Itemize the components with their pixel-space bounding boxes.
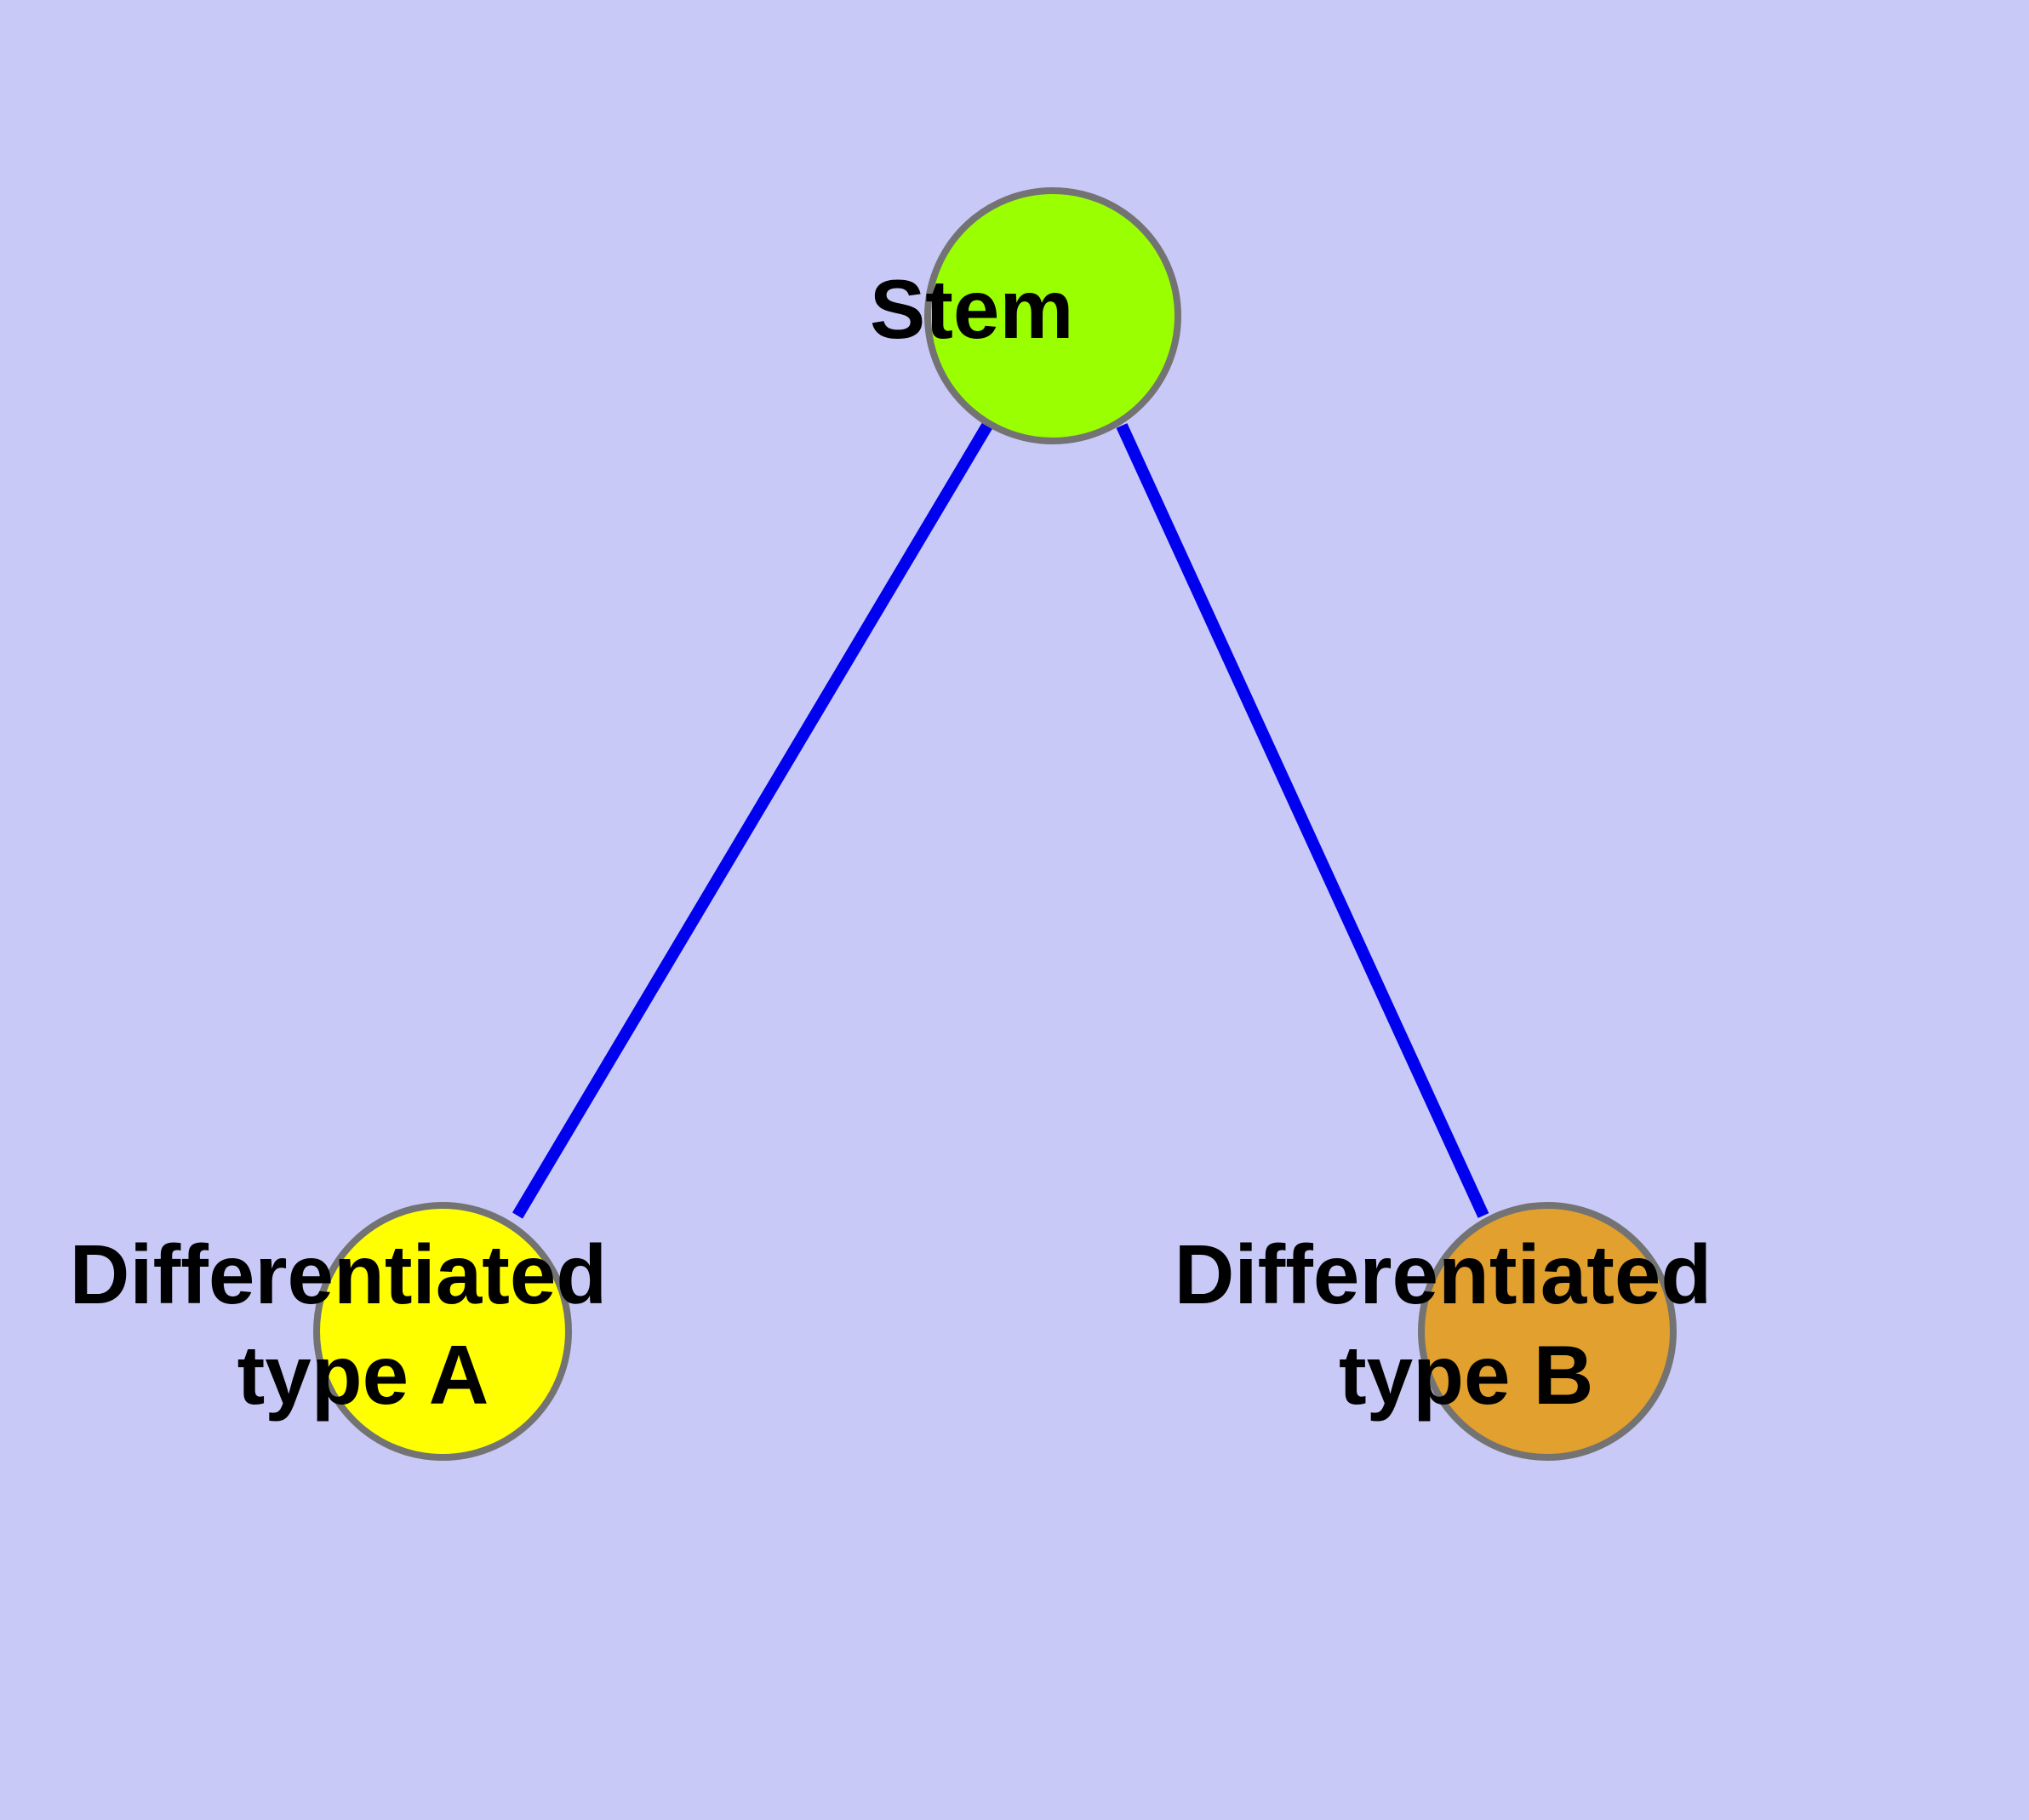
node-differentiated-type-b-label-line-1: Differentiated [1175,1228,1712,1321]
node-stem-label-line-1: Stem [870,262,1074,356]
node-stem-circle[interactable] [924,187,1181,444]
nodes-layer [313,187,1677,1461]
node-stem-label: Stem [870,262,1236,356]
node-differentiated-type-a-circle[interactable] [313,1202,572,1461]
edge-stem-to-differentiated-type-b[interactable] [1116,423,1489,1218]
edge-stem-to-differentiated-type-a[interactable] [512,422,993,1219]
node-differentiated-type-a-label-line-2: type A [237,1328,488,1422]
labels-layer: Stem Differentiated type A Differentiate… [70,262,1921,1422]
node-differentiated-type-b-label-line-2: type B [1339,1328,1594,1422]
node-differentiated-type-b-circle[interactable] [1418,1202,1677,1461]
edges-layer [512,422,1489,1219]
node-differentiated-type-b-label: Differentiated type B [1175,1228,1921,1422]
node-differentiated-type-a-label: Differentiated type A [70,1228,816,1422]
node-differentiated-type-a-label-line-1: Differentiated [70,1228,608,1321]
